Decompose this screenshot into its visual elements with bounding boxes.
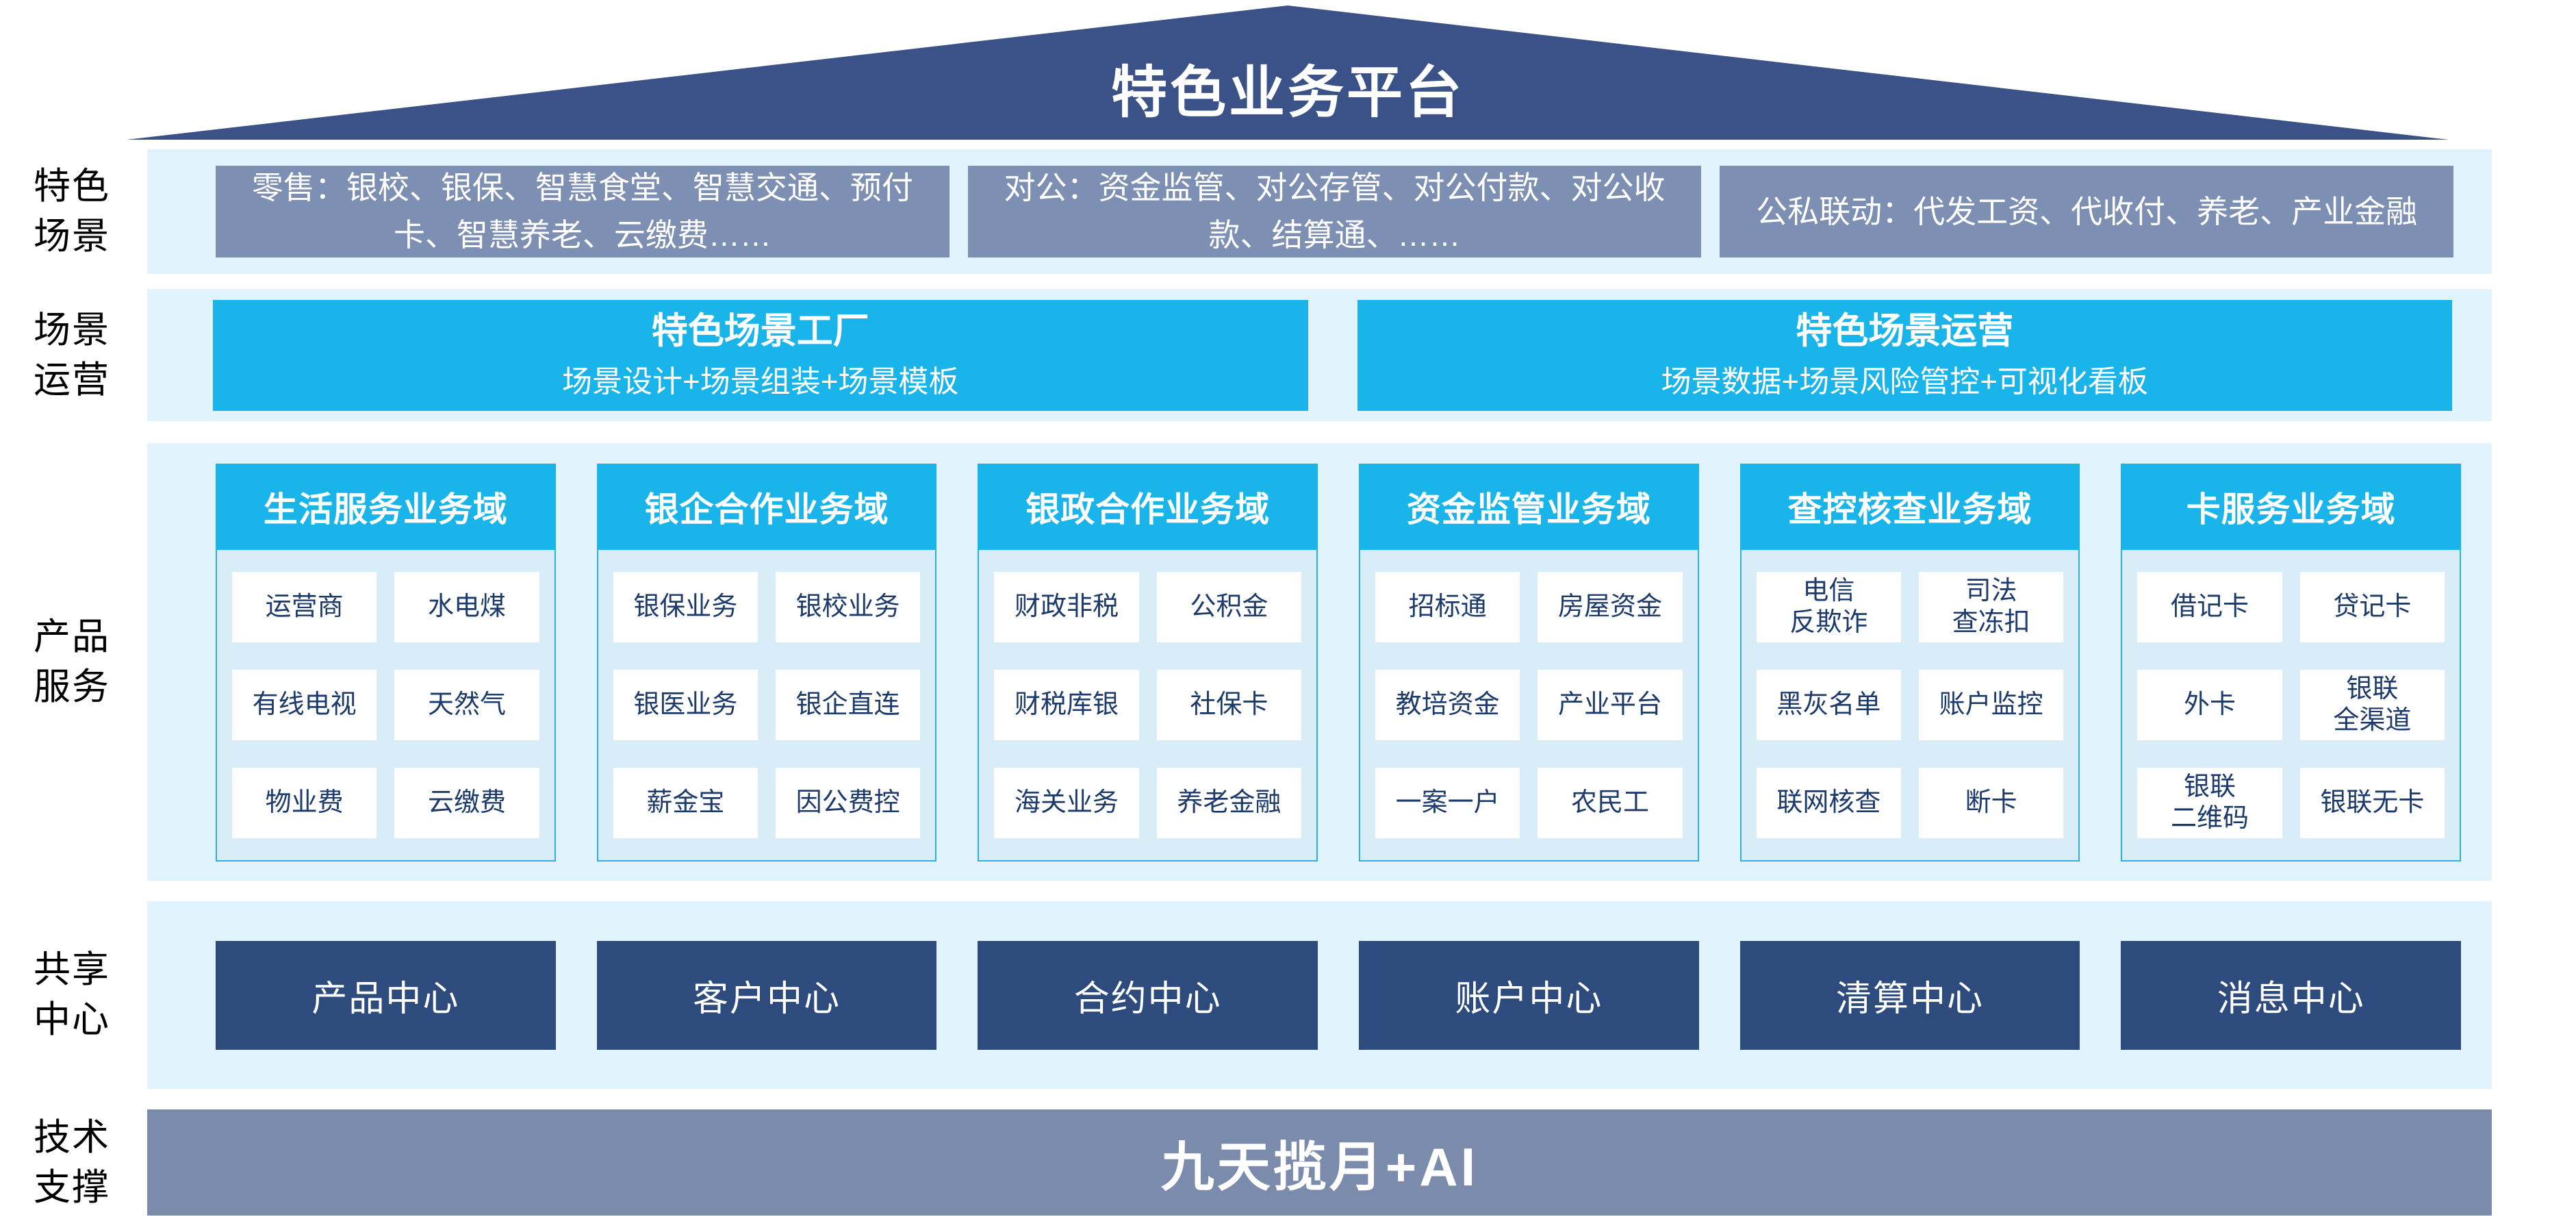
- product-cell: 房屋资金: [1538, 572, 1683, 642]
- row-label-products: 产品 服务: [34, 616, 110, 707]
- product-cell: 银医业务: [613, 670, 758, 740]
- scene-box-public-private: 公私联动：代发工资、代收付、养老、产业金融: [1720, 166, 2454, 257]
- product-cell: 水电煤: [394, 572, 539, 642]
- product-cell: 银联无卡: [2299, 768, 2445, 838]
- product-cell: 黑灰名单: [1756, 670, 1902, 740]
- op-box-scene-factory: 特色场景工厂 场景设计+场景组装+场景模板: [213, 299, 1308, 411]
- op-box-title: 特色场景工厂: [651, 311, 869, 351]
- column-header: 查控核查业务域: [1739, 464, 2080, 550]
- product-cell: 农民工: [1538, 768, 1683, 838]
- product-cell: 云缴费: [394, 768, 539, 838]
- op-box-scene-operation: 特色场景运营 场景数据+场景风险管控+可视化看板: [1357, 299, 2452, 411]
- product-cell: 运营商: [232, 572, 377, 642]
- column-body: 借记卡 贷记卡 外卡 银联 全渠道 银联 二维码 银联无卡: [2121, 550, 2462, 862]
- product-cell: 银联 二维码: [2137, 768, 2282, 838]
- product-cell: 物业费: [232, 768, 377, 838]
- column-header: 卡服务业务域: [2121, 464, 2462, 550]
- product-column-bank-government: 银政合作业务域 财政非税 公积金 财税库银 社保卡 海关业务 养老金融: [978, 464, 1318, 862]
- op-box-subtitle: 场景设计+场景组装+场景模板: [562, 365, 959, 399]
- product-cell: 断卡: [1919, 768, 2064, 838]
- center-box-clearing: 清算中心: [1739, 940, 2080, 1050]
- product-cell: 电信 反欺诈: [1756, 572, 1902, 642]
- roof-banner: 特色业务平台: [127, 5, 2449, 140]
- center-box-customer: 客户中心: [596, 940, 937, 1050]
- product-cell: 产业平台: [1538, 670, 1683, 740]
- center-box-message: 消息中心: [2121, 940, 2462, 1050]
- product-cell: 天然气: [394, 670, 539, 740]
- op-box-subtitle: 场景数据+场景风险管控+可视化看板: [1661, 365, 2148, 399]
- row-label-shared: 共享 中心: [34, 949, 110, 1040]
- product-cell: 一案一户: [1375, 768, 1520, 838]
- product-column-card-services: 卡服务业务域 借记卡 贷记卡 外卡 银联 全渠道 银联 二维码 银联无卡: [2121, 464, 2462, 862]
- column-body: 财政非税 公积金 财税库银 社保卡 海关业务 养老金融: [978, 550, 1318, 862]
- column-body: 银保业务 银校业务 银医业务 银企直连 薪金宝 因公费控: [596, 550, 937, 862]
- product-cell: 社保卡: [1156, 670, 1302, 740]
- product-column-inquiry-control: 查控核查业务域 电信 反欺诈 司法 查冻扣 黑灰名单 账户监控 联网核查 断卡: [1739, 464, 2080, 862]
- band-shared-centers: 产品中心 客户中心 合约中心 账户中心 清算中心 消息中心: [147, 901, 2492, 1089]
- product-cell: 招标通: [1375, 572, 1520, 642]
- product-cell: 司法 查冻扣: [1919, 572, 2064, 642]
- product-column-life-services: 生活服务业务域 运营商 水电煤 有线电视 天然气 物业费 云缴费: [216, 464, 556, 862]
- band-products: 生活服务业务域 运营商 水电煤 有线电视 天然气 物业费 云缴费 银企合作业务域…: [147, 443, 2492, 881]
- product-cell: 贷记卡: [2299, 572, 2445, 642]
- band-scenes: 零售：银校、银保、智慧食堂、智慧交通、预付卡、智慧养老、云缴费…… 对公：资金监…: [147, 149, 2492, 274]
- column-header: 资金监管业务域: [1359, 464, 1699, 550]
- column-body: 电信 反欺诈 司法 查冻扣 黑灰名单 账户监控 联网核查 断卡: [1739, 550, 2080, 862]
- scene-box-retail: 零售：银校、银保、智慧食堂、智慧交通、预付卡、智慧养老、云缴费……: [216, 166, 949, 257]
- column-header: 银企合作业务域: [596, 464, 937, 550]
- row-label-operation: 场景 运营: [34, 309, 110, 401]
- product-cell: 有线电视: [232, 670, 377, 740]
- column-header: 银政合作业务域: [978, 464, 1318, 550]
- product-column-fund-supervision: 资金监管业务域 招标通 房屋资金 教培资金 产业平台 一案一户 农民工: [1359, 464, 1699, 862]
- product-cell: 教培资金: [1375, 670, 1520, 740]
- center-box-contract: 合约中心: [978, 940, 1318, 1050]
- product-cell: 养老金融: [1156, 768, 1302, 838]
- column-body: 运营商 水电煤 有线电视 天然气 物业费 云缴费: [216, 550, 556, 862]
- product-cell: 账户监控: [1919, 670, 2064, 740]
- product-cell: 银联 全渠道: [2299, 670, 2445, 740]
- row-label-scenes: 特色 场景: [34, 166, 110, 257]
- product-cell: 因公费控: [776, 768, 921, 838]
- center-box-account: 账户中心: [1359, 940, 1699, 1050]
- op-box-title: 特色场景运营: [1796, 311, 2014, 351]
- product-cell: 借记卡: [2137, 572, 2282, 642]
- product-cell: 海关业务: [994, 768, 1139, 838]
- row-label-tech: 技术 支撑: [34, 1116, 110, 1208]
- product-cell: 银企直连: [776, 670, 921, 740]
- tech-support-bar: 九天揽月+AI: [147, 1109, 2492, 1216]
- product-column-bank-enterprise: 银企合作业务域 银保业务 银校业务 银医业务 银企直连 薪金宝 因公费控: [596, 464, 937, 862]
- column-body: 招标通 房屋资金 教培资金 产业平台 一案一户 农民工: [1359, 550, 1699, 862]
- product-cell: 银校业务: [776, 572, 921, 642]
- product-cell: 财税库银: [994, 670, 1139, 740]
- page-title: 特色业务平台: [1110, 62, 1464, 124]
- scene-box-corporate: 对公：资金监管、对公存管、对公付款、对公收款、结算通、……: [967, 166, 1702, 257]
- band-operation: 特色场景工厂 场景设计+场景组装+场景模板 特色场景运营 场景数据+场景风险管控…: [147, 289, 2492, 421]
- product-cell: 薪金宝: [613, 768, 758, 838]
- product-cell: 联网核查: [1756, 768, 1902, 838]
- center-box-product: 产品中心: [216, 940, 556, 1050]
- column-header: 生活服务业务域: [216, 464, 556, 550]
- product-cell: 银保业务: [613, 572, 758, 642]
- product-cell: 公积金: [1156, 572, 1302, 642]
- product-cell: 外卡: [2137, 670, 2282, 740]
- product-cell: 财政非税: [994, 572, 1139, 642]
